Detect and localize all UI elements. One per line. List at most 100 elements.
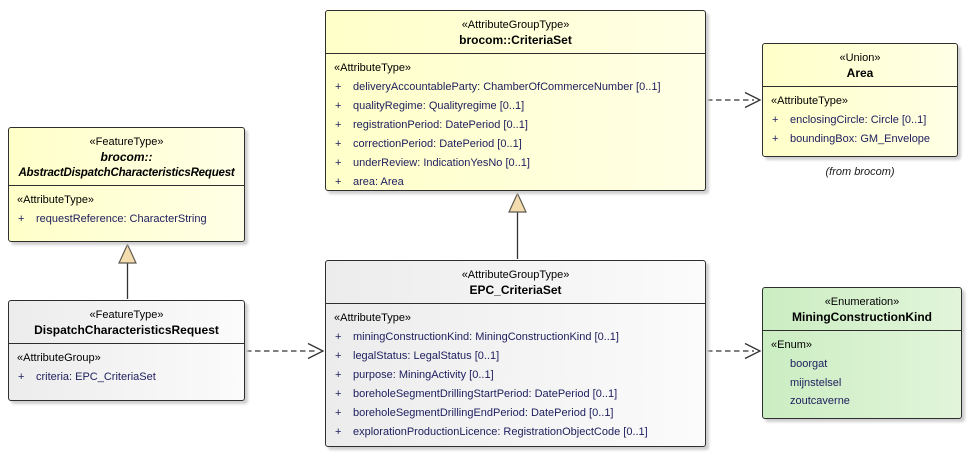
attribute-text: boreholeSegmentDrillingStartPeriod: Date… — [353, 388, 618, 400]
class-attributes: «AttributeType» + deliveryAccountablePart… — [326, 54, 705, 195]
class-name: Area — [846, 66, 874, 80]
attribute-text: correctionPeriod: DatePeriod [0..1] — [353, 138, 522, 150]
class-name: DispatchCharacteristicsRequest — [34, 323, 219, 337]
attribute-row: + purpose: MiningActivity [0..1] — [334, 366, 701, 385]
enum-literal-text: boorgat — [790, 358, 828, 370]
class-box-area: «Union» Area «AttributeType» + enclosingC… — [762, 43, 958, 157]
attribute-text: qualityRegime: Qualityregime [0..1] — [353, 100, 525, 112]
attribute-row: + criteria: EPC_CriteriaSet — [17, 368, 240, 387]
attribute-text: enclosingCircle: Circle [0..1] — [790, 114, 927, 126]
class-header: «Enumeration» MiningConstructionKind — [763, 288, 961, 331]
class-attributes: «Enum» boorgat mijnstelsel zoutcaverne — [763, 331, 961, 414]
dependency-criteriaset-to-area — [707, 91, 762, 109]
attribute-text: registrationPeriod: DatePeriod [0..1] — [353, 119, 528, 131]
class-box-miningconstructionkind: «Enumeration» MiningConstructionKind «En… — [762, 287, 962, 419]
attribute-text: deliveryAccountableParty: ChamberOfComme… — [353, 81, 661, 93]
attribute-text: boundingBox: GM_Envelope — [790, 133, 931, 145]
class-stereotype: «Union» — [839, 52, 881, 64]
class-attributes: «AttributeType» + enclosingCircle: Circle… — [763, 87, 957, 152]
attribute-visibility: + — [772, 133, 779, 145]
attribute-row: + boreholeSegmentDrillingStartPeriod: Dat… — [334, 385, 701, 404]
attribute-row: + underReview: IndicationYesNo [0..1] — [334, 154, 701, 173]
attribute-row: + registrationPeriod: DatePeriod [0..1] — [334, 116, 701, 135]
class-stereotype: «FeatureType» — [89, 309, 164, 321]
class-box-dispatchcharacteristicsrequest: «FeatureType» DispatchCharacteristicsReq… — [8, 300, 245, 401]
area-origin-note: (from brocom) — [825, 166, 895, 178]
attribute-visibility: + — [335, 119, 342, 131]
enum-literal-row: zoutcaverne — [771, 392, 957, 411]
class-stereotype: «AttributeGroupType» — [461, 269, 570, 281]
enum-literal-row: mijnstelsel — [771, 374, 957, 393]
attribute-visibility: + — [18, 371, 25, 383]
attribute-visibility: + — [18, 213, 25, 225]
attribute-visibility: + — [335, 331, 342, 343]
class-name-line1: brocom:: — [100, 150, 153, 164]
attribute-visibility: + — [335, 81, 342, 93]
attribute-row: + explorationProductionLicence: Registrat… — [334, 423, 701, 442]
attribute-row: + correctionPeriod: DatePeriod [0..1] — [334, 135, 701, 154]
class-stereotype: «FeatureType» — [89, 136, 164, 148]
attribute-row: + legalStatus: LegalStatus [0..1] — [334, 347, 701, 366]
attribute-text: area: Area — [353, 176, 404, 188]
enum-literal-text: mijnstelsel — [790, 376, 842, 389]
class-box-criteriaset: «AttributeGroupType» brocom::CriteriaSet… — [325, 10, 706, 191]
attribute-visibility — [771, 392, 790, 411]
attribute-row: + boreholeSegmentDrillingEndPeriod: DateP… — [334, 404, 701, 423]
attribute-row: + area: Area — [334, 173, 701, 192]
attribute-section-label: «Enum» — [771, 339, 812, 351]
class-header: «FeatureType» DispatchCharacteristicsReq… — [9, 301, 244, 344]
attribute-section-label: «AttributeType» — [771, 95, 849, 107]
enum-literal-row: boorgat — [771, 355, 957, 374]
attribute-row: + miningConstructionKind: MiningConstruct… — [334, 328, 701, 347]
class-attributes: «AttributeType» + miningConstructionKind:… — [326, 304, 705, 445]
class-name: MiningConstructionKind — [792, 310, 932, 324]
class-stereotype: «AttributeGroupType» — [461, 19, 570, 31]
class-header: «FeatureType» brocom:: AbstractDispatchC… — [9, 128, 244, 186]
attribute-visibility: + — [335, 350, 342, 362]
attribute-visibility — [771, 374, 790, 393]
attribute-visibility: + — [335, 100, 342, 112]
attribute-visibility: + — [335, 388, 342, 400]
attribute-visibility: + — [335, 138, 342, 150]
attribute-row: + boundingBox: GM_Envelope — [771, 130, 953, 149]
attribute-row: + deliveryAccountableParty: ChamberOfComm… — [334, 78, 701, 97]
class-attributes: «AttributeType» + requestReference: Chara… — [9, 186, 244, 232]
attribute-row: + enclosingCircle: Circle [0..1] — [771, 111, 953, 130]
dependency-epc-to-miningconstructionkind — [707, 342, 762, 360]
attribute-text: criteria: EPC_CriteriaSet — [36, 371, 156, 383]
class-name-line2: AbstractDispatchCharacteristicsRequest — [18, 167, 235, 179]
attribute-section-label: «AttributeType» — [17, 194, 95, 206]
generalization-dispatch-to-abstract — [118, 243, 137, 299]
attribute-section-label: «AttributeGroup» — [17, 352, 101, 364]
attribute-visibility: + — [335, 369, 342, 381]
attribute-section-label: «AttributeType» — [334, 62, 412, 74]
attribute-visibility — [771, 355, 790, 374]
attribute-section-label: «AttributeType» — [334, 312, 412, 324]
class-name: EPC_CriteriaSet — [469, 283, 562, 297]
dependency-dispatch-to-epc — [246, 342, 325, 360]
attribute-visibility: + — [772, 114, 779, 126]
class-box-abstractdispatchcharacteristicsrequest: «FeatureType» brocom:: AbstractDispatchC… — [8, 127, 245, 242]
attribute-visibility: + — [335, 407, 342, 419]
enum-literal-text: zoutcaverne — [790, 395, 850, 407]
class-box-epc-criteriaset: «AttributeGroupType» EPC_CriteriaSet «At… — [325, 260, 706, 447]
class-attributes: «AttributeGroup» + criteria: EPC_Criteria… — [9, 344, 244, 390]
attribute-text: underReview: IndicationYesNo [0..1] — [353, 157, 530, 169]
class-header: «Union» Area — [763, 44, 957, 87]
attribute-text: boreholeSegmentDrillingEndPeriod: DatePe… — [353, 407, 614, 419]
attribute-row: + requestReference: CharacterString — [17, 210, 240, 229]
class-header: «AttributeGroupType» EPC_CriteriaSet — [326, 261, 705, 304]
class-stereotype: «Enumeration» — [824, 296, 900, 308]
class-header: «AttributeGroupType» brocom::CriteriaSet — [326, 11, 705, 54]
attribute-text: explorationProductionLicence: Registrati… — [353, 426, 648, 438]
attribute-text: legalStatus: LegalStatus [0..1] — [353, 350, 500, 362]
attribute-visibility: + — [335, 176, 342, 188]
attribute-text: purpose: MiningActivity [0..1] — [353, 369, 494, 381]
attribute-visibility: + — [335, 426, 342, 438]
attribute-text: miningConstructionKind: MiningConstructi… — [353, 331, 619, 343]
attribute-text: requestReference: CharacterString — [36, 213, 207, 225]
generalization-epc-to-criteriaset — [508, 192, 527, 259]
class-name: brocom::CriteriaSet — [459, 33, 572, 47]
attribute-visibility: + — [335, 157, 342, 169]
